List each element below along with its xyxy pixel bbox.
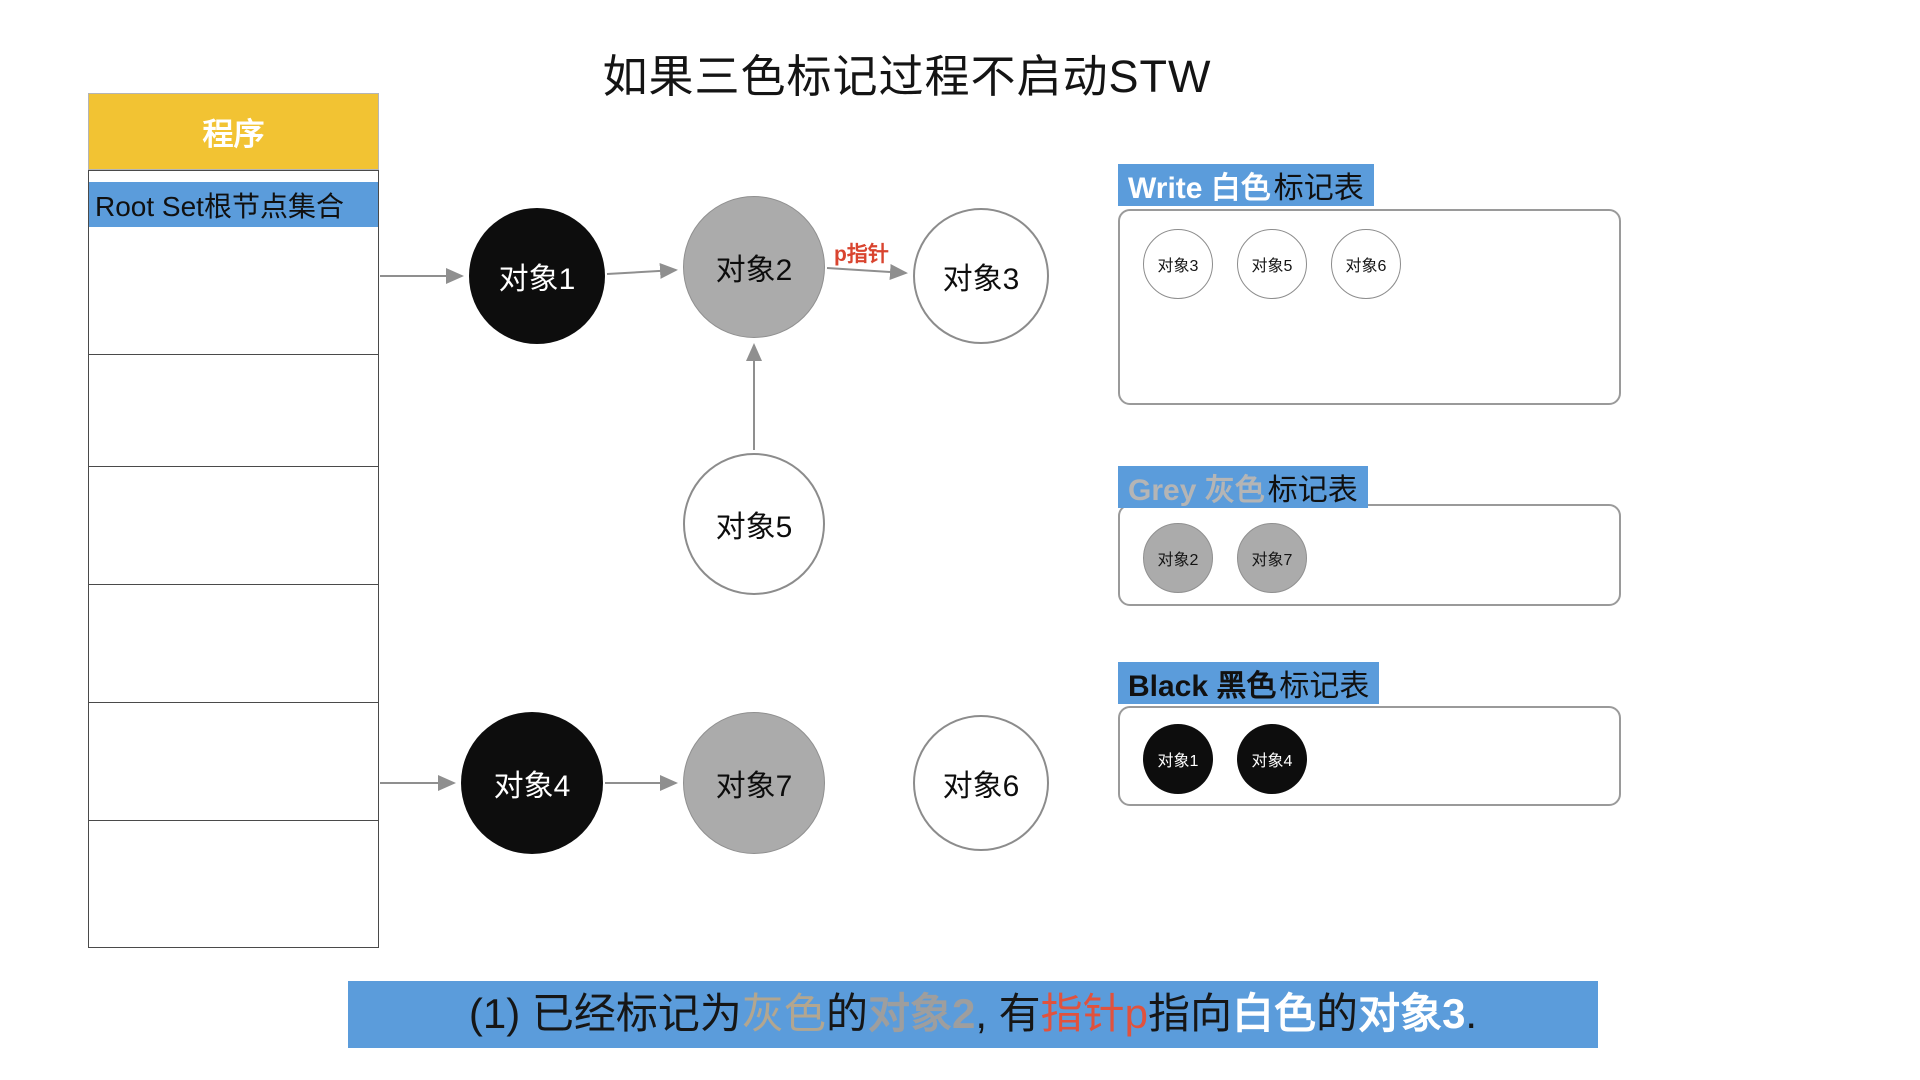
black-table-item: 对象4 bbox=[1237, 724, 1307, 794]
grey-table-item: 对象2 bbox=[1143, 523, 1213, 593]
white-mark-table-box: 对象3 对象5 对象6 bbox=[1118, 209, 1621, 405]
white-mark-table-header: Write 白色标记表 bbox=[1118, 164, 1374, 206]
caption-segment: 白色 bbox=[1232, 990, 1317, 1037]
black-mark-table-title-en: Black 黑色 bbox=[1128, 670, 1277, 703]
node-obj3: 对象3 bbox=[913, 208, 1049, 344]
black-table-item-label: 对象1 bbox=[1157, 753, 1199, 770]
black-table-item: 对象1 bbox=[1143, 724, 1213, 794]
grey-mark-table-box: 对象2 对象7 bbox=[1118, 504, 1621, 606]
node-obj2: 对象2 bbox=[683, 196, 825, 338]
root-set-label: Root Set根节点集合 bbox=[89, 182, 378, 227]
node-obj1: 对象1 bbox=[469, 208, 605, 344]
grey-mark-table-header: Grey 灰色标记表 bbox=[1118, 466, 1368, 508]
grey-table-item-label: 对象2 bbox=[1157, 552, 1199, 569]
node-obj6: 对象6 bbox=[913, 715, 1049, 851]
caption-segment: 对象2 bbox=[867, 990, 976, 1037]
caption-segment: 的 bbox=[1316, 990, 1359, 1037]
black-mark-table-box: 对象1 对象4 bbox=[1118, 706, 1621, 806]
program-table-row bbox=[89, 171, 378, 355]
program-table-body: Root Set根节点集合 bbox=[88, 170, 379, 948]
program-table-row bbox=[89, 467, 378, 585]
caption-segment: 灰色 bbox=[741, 990, 826, 1037]
white-table-item: 对象3 bbox=[1143, 229, 1213, 299]
white-mark-table-title-cn: 标记表 bbox=[1273, 172, 1364, 205]
node-obj1-label: 对象1 bbox=[498, 263, 576, 296]
node-obj4: 对象4 bbox=[461, 712, 603, 854]
program-table: 程序 Root Set根节点集合 bbox=[88, 93, 379, 948]
white-table-item: 对象6 bbox=[1331, 229, 1401, 299]
caption-segment: 指针p bbox=[1040, 990, 1149, 1037]
grey-table-item: 对象7 bbox=[1237, 523, 1307, 593]
black-mark-table-header: Black 黑色标记表 bbox=[1118, 662, 1380, 704]
node-obj7: 对象7 bbox=[683, 712, 825, 854]
program-table-row bbox=[89, 355, 378, 467]
white-mark-table-title-en: Write 白色 bbox=[1128, 172, 1271, 205]
black-mark-table-title-cn: 标记表 bbox=[1279, 670, 1370, 703]
caption-bar: (1) 已经标记为灰色的对象2, 有指针p指向白色的对象3. bbox=[348, 981, 1598, 1048]
caption-segment: (1) 已经标记为 bbox=[468, 990, 742, 1037]
caption-segment: , 有 bbox=[975, 990, 1041, 1037]
caption-text: (1) 已经标记为灰色的对象2, 有指针p指向白色的对象3. bbox=[469, 990, 1477, 1037]
grey-mark-table-title-en: Grey 灰色 bbox=[1128, 474, 1265, 507]
node-obj6-label: 对象6 bbox=[942, 770, 1020, 803]
node-obj2-label: 对象2 bbox=[715, 254, 793, 287]
caption-segment: 的 bbox=[825, 990, 868, 1037]
caption-segment: . bbox=[1465, 990, 1478, 1037]
grey-table-item-label: 对象7 bbox=[1251, 552, 1293, 569]
caption-segment: 对象3 bbox=[1358, 990, 1466, 1037]
white-table-item-label: 对象6 bbox=[1345, 258, 1387, 275]
pointer-p-label: p指针 bbox=[834, 243, 889, 266]
program-table-header: 程序 bbox=[88, 93, 379, 170]
white-table-item-label: 对象5 bbox=[1251, 258, 1293, 275]
arrow-obj2-to-obj3 bbox=[826, 264, 908, 280]
node-obj4-label: 对象4 bbox=[493, 770, 571, 803]
page-title: 如果三色标记过程不启动STW bbox=[602, 51, 1212, 102]
node-obj3-label: 对象3 bbox=[942, 263, 1020, 296]
program-table-row bbox=[89, 703, 378, 821]
program-table-row bbox=[89, 821, 378, 948]
node-obj5: 对象5 bbox=[683, 453, 825, 595]
node-obj5-label: 对象5 bbox=[715, 511, 793, 544]
grey-mark-table-title-cn: 标记表 bbox=[1267, 474, 1358, 507]
caption-segment: 指向 bbox=[1148, 990, 1233, 1037]
node-obj7-label: 对象7 bbox=[715, 770, 793, 803]
white-table-item-label: 对象3 bbox=[1157, 258, 1199, 275]
black-table-item-label: 对象4 bbox=[1251, 753, 1293, 770]
program-table-row bbox=[89, 585, 378, 703]
arrow-obj1-to-obj2 bbox=[606, 262, 678, 279]
white-table-item: 对象5 bbox=[1237, 229, 1307, 299]
